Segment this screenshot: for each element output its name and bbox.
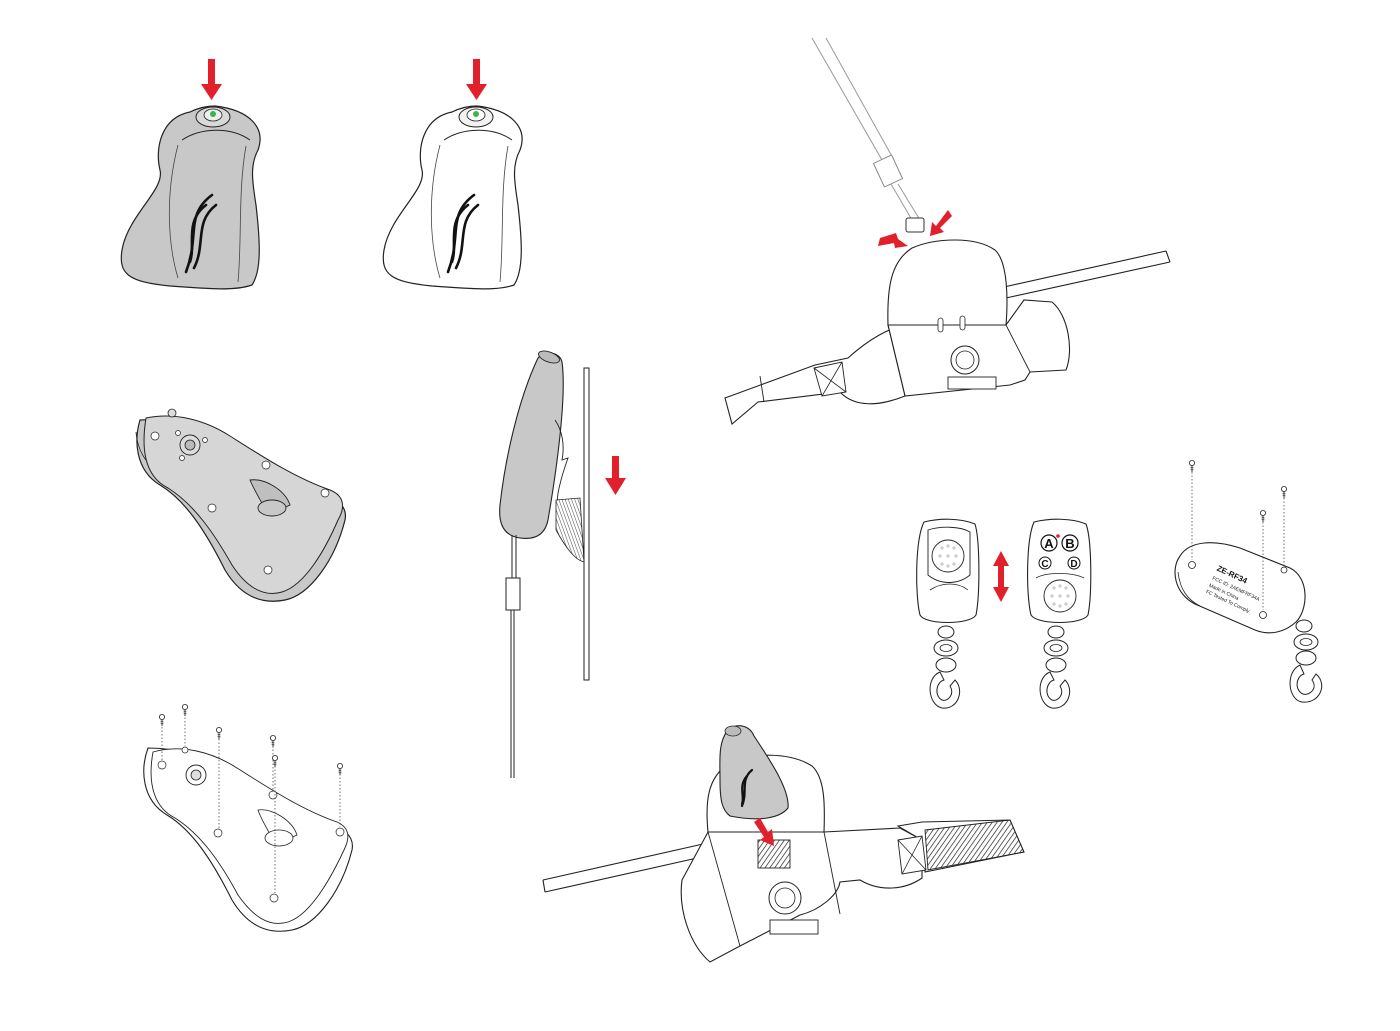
transmitter-gray xyxy=(120,105,261,290)
button-d: D xyxy=(1070,559,1077,570)
screw-icon xyxy=(158,713,166,727)
logo-icon xyxy=(446,193,480,274)
arrow-down-icon xyxy=(466,59,487,100)
logo-icon xyxy=(184,193,218,274)
velcro-pad xyxy=(757,839,791,869)
arrow-pinch-left-icon xyxy=(878,233,908,248)
strap-lanyard xyxy=(724,37,1171,425)
arrow-double-vertical-icon xyxy=(993,551,1009,602)
transmitter-back-screws xyxy=(143,703,353,932)
led-icon xyxy=(210,111,216,117)
screw-icon xyxy=(181,703,189,717)
remote-fob-closed xyxy=(916,518,980,709)
transmitter-back-clip xyxy=(135,408,347,602)
logo-icon xyxy=(740,768,754,808)
button-c: C xyxy=(1041,559,1048,570)
arrow-down-icon xyxy=(201,59,222,100)
button-b: B xyxy=(1065,536,1074,551)
led-icon xyxy=(473,111,479,117)
transmitter-white xyxy=(382,105,523,290)
remote-back-screws: ZE-RF34 FCC ID: 2AEMFRF34A Made in China… xyxy=(1174,459,1323,703)
arrow-down-icon xyxy=(754,818,774,846)
screw-icon xyxy=(269,734,277,748)
remote-fob-open: A B C D xyxy=(1027,518,1092,709)
strap-velcro xyxy=(542,725,1025,963)
arrow-down-icon xyxy=(605,456,626,495)
button-a: A xyxy=(1044,536,1054,551)
remote-buttons: A B C D xyxy=(1038,534,1081,570)
screw-icon xyxy=(1259,509,1267,523)
indicator-icon xyxy=(1056,534,1060,538)
screw-icon xyxy=(1188,459,1196,473)
screw-icon xyxy=(215,726,223,740)
screw-icon xyxy=(336,762,344,776)
arrow-pinch-right-icon xyxy=(930,210,952,236)
transmitter-side-post xyxy=(499,350,590,778)
screw-icon xyxy=(1280,485,1288,499)
